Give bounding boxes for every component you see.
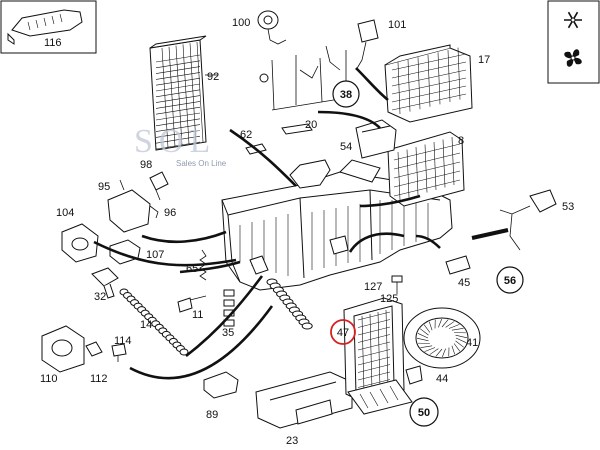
- linkage-38-group: [259, 45, 347, 111]
- blower-41: [403, 307, 481, 369]
- label-17: 17: [478, 54, 490, 66]
- label-53: 53: [562, 201, 574, 213]
- callout-47-highlight: 47: [330, 319, 356, 345]
- label-96: 96: [164, 207, 176, 219]
- label-32: 32: [94, 291, 106, 303]
- actuator-101: [355, 19, 379, 71]
- sensor-32: [91, 267, 119, 299]
- label-125: 125: [380, 293, 398, 305]
- label-116: 116: [44, 37, 62, 49]
- motor-110: [41, 325, 85, 373]
- hose-14: [119, 288, 189, 356]
- label-62: 62: [240, 129, 252, 141]
- label-114: 114: [114, 335, 132, 347]
- callout-56-text: 56: [504, 275, 516, 287]
- part-labels: 100 101 92 17 20 62 54 8 98 95 96 104 10…: [40, 17, 574, 447]
- label-101: 101: [388, 19, 406, 31]
- heater-box-8: [387, 131, 465, 207]
- actuator-104: [61, 223, 99, 263]
- spring-65: [199, 249, 207, 281]
- watermark-logo: SOL Sales On Line: [134, 123, 227, 168]
- part-20: [281, 123, 313, 135]
- callout-38-text: 38: [340, 89, 352, 101]
- label-98: 98: [140, 159, 152, 171]
- label-104: 104: [56, 207, 74, 219]
- label-8: 8: [458, 135, 464, 147]
- callout-38: 38: [332, 80, 360, 108]
- circled-labels: 38 56 50 47: [330, 80, 524, 427]
- label-110: 110: [40, 373, 58, 385]
- label-45: 45: [458, 277, 470, 289]
- label-35: 35: [222, 327, 234, 339]
- callout-56: 56: [496, 266, 524, 294]
- fan-icon: [564, 49, 582, 67]
- label-65: 65: [186, 263, 198, 275]
- label-127: 127: [364, 281, 382, 293]
- label-92: 92: [207, 71, 219, 83]
- callout-47-text: 47: [337, 327, 349, 339]
- heater-box-17: [384, 44, 473, 123]
- actuator-95: [107, 179, 151, 233]
- housing-23: [255, 371, 353, 429]
- part-98: [149, 171, 169, 201]
- inset-box-116: 116: [0, 0, 97, 54]
- part-50: [347, 379, 413, 415]
- part-96: [149, 205, 159, 219]
- part-112: [85, 341, 103, 357]
- evaporator-92: [149, 35, 218, 151]
- assembly-arrows: [93, 67, 509, 380]
- part-44: [405, 365, 423, 385]
- sensor-89: [203, 371, 239, 399]
- label-100: 100: [232, 17, 250, 29]
- label-11: 11: [192, 309, 203, 321]
- label-112: 112: [90, 373, 108, 385]
- bellows-on-housing: [266, 278, 313, 330]
- watermark-brand: SOL: [134, 123, 216, 160]
- label-54: 54: [340, 141, 352, 153]
- label-95: 95: [98, 181, 110, 193]
- part-114: [111, 343, 127, 362]
- actuator-100: [257, 10, 287, 45]
- label-44: 44: [436, 373, 448, 385]
- callout-50: 50: [409, 397, 439, 427]
- cable-53: [499, 189, 557, 251]
- icon-box: [547, 0, 600, 84]
- label-89: 89: [206, 409, 218, 421]
- flap-54: [355, 119, 397, 159]
- screw-125: [391, 275, 403, 294]
- connector-45: [445, 255, 471, 275]
- snowflake-icon: [564, 11, 582, 29]
- part-11: [177, 295, 207, 313]
- callout-50-text: 50: [418, 407, 430, 419]
- clips-35: [223, 289, 235, 327]
- watermark-tagline: Sales On Line: [176, 159, 227, 168]
- label-23: 23: [286, 435, 298, 447]
- label-107: 107: [146, 249, 164, 261]
- label-20: 20: [305, 119, 317, 131]
- label-41: 41: [466, 337, 478, 349]
- label-14: 14: [140, 319, 152, 331]
- filter-47: [343, 297, 405, 403]
